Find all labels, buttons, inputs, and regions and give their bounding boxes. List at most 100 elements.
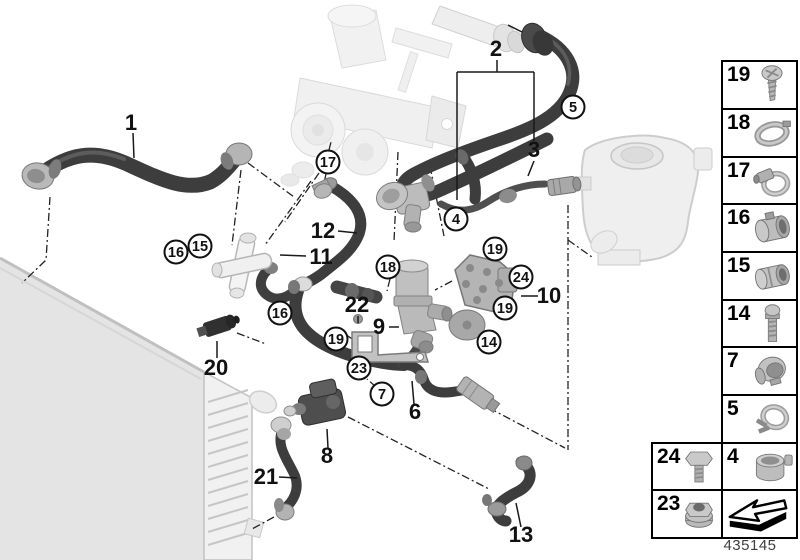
svg-text:5: 5 bbox=[569, 100, 577, 116]
svg-text:23: 23 bbox=[351, 361, 367, 377]
leader-lines bbox=[132, 24, 538, 528]
coupling-ring-icon bbox=[754, 356, 786, 386]
callout-3[interactable]: 3 bbox=[528, 137, 540, 162]
temperature-sensor bbox=[196, 314, 240, 337]
plain-callouts: 1 2 3 12 11 22 9 10 20 8 21 6 13 bbox=[125, 36, 561, 547]
callout-2[interactable]: 2 bbox=[490, 36, 502, 61]
hose-13 bbox=[491, 456, 536, 527]
thermostat-connection bbox=[375, 174, 435, 233]
screw-clamp-icon bbox=[753, 167, 791, 197]
callout-circle-17[interactable]: 17 bbox=[315, 149, 341, 175]
quick-coupling-icon bbox=[754, 211, 790, 243]
diagram-part-number: 435145 bbox=[723, 537, 777, 554]
hose-11-elbow bbox=[255, 263, 301, 304]
hose-1 bbox=[30, 147, 245, 193]
callout-circle-4[interactable]: 4 bbox=[443, 206, 469, 232]
legend-box-15[interactable]: 15 bbox=[721, 251, 798, 301]
legend-box-5[interactable]: 5 bbox=[721, 394, 798, 444]
hose-3-tank-fitting bbox=[546, 176, 582, 196]
hose-12 bbox=[297, 180, 367, 291]
svg-text:16: 16 bbox=[168, 245, 184, 261]
callout-circle-23[interactable]: 23 bbox=[346, 355, 372, 381]
callout-circle-15[interactable]: 15 bbox=[187, 233, 213, 259]
callout-10[interactable]: 10 bbox=[537, 283, 561, 308]
callout-21[interactable]: 21 bbox=[254, 464, 278, 489]
callout-12[interactable]: 12 bbox=[311, 218, 335, 243]
callout-1[interactable]: 1 bbox=[125, 110, 137, 135]
callout-circle-5[interactable]: 5 bbox=[560, 94, 586, 120]
legend-box-arrow[interactable] bbox=[721, 489, 798, 539]
legend-box-7[interactable]: 7 bbox=[721, 346, 798, 396]
svg-text:18: 18 bbox=[380, 260, 396, 276]
coolant-valve bbox=[393, 259, 453, 354]
upper-coolant-pipe-faded bbox=[431, 5, 525, 54]
legend-box-17[interactable]: 17 bbox=[721, 156, 798, 205]
hex-bolt-icon bbox=[685, 451, 713, 482]
svg-text:19: 19 bbox=[328, 332, 344, 348]
legend-box-19[interactable]: 19 bbox=[721, 60, 798, 110]
callout-circle-24[interactable]: 24 bbox=[508, 264, 534, 290]
legend-num: 15 bbox=[727, 254, 751, 277]
legend-num: 19 bbox=[727, 63, 751, 86]
cross-connector bbox=[211, 232, 273, 299]
callout-circle-14[interactable]: 14 bbox=[476, 329, 502, 355]
fittings bbox=[21, 22, 582, 521]
auxiliary-water-pump bbox=[283, 378, 347, 426]
legend-box-4[interactable]: 4 bbox=[721, 442, 798, 491]
svg-text:16: 16 bbox=[272, 306, 288, 322]
hose-6-quick-connector bbox=[456, 376, 501, 414]
callout-11[interactable]: 11 bbox=[309, 244, 332, 269]
legend-box-23[interactable]: 23 bbox=[651, 489, 723, 539]
svg-text:17: 17 bbox=[320, 155, 336, 171]
legend-box-16[interactable]: 16 bbox=[721, 203, 798, 253]
svg-text:7: 7 bbox=[378, 387, 386, 403]
legend-box-14[interactable]: 14 bbox=[721, 299, 798, 348]
callout-circle-18[interactable]: 18 bbox=[375, 254, 401, 280]
callout-circle-16[interactable]: 16 bbox=[163, 239, 189, 265]
collar-ring-icon bbox=[755, 453, 793, 481]
callout-20[interactable]: 20 bbox=[204, 355, 228, 380]
svg-text:14: 14 bbox=[481, 335, 497, 351]
callout-circle-16b[interactable]: 16 bbox=[267, 300, 293, 326]
legend-num: 7 bbox=[727, 349, 739, 372]
hose-21 bbox=[275, 426, 302, 514]
callout-22[interactable]: 22 bbox=[345, 292, 369, 317]
callout-9[interactable]: 9 bbox=[373, 314, 385, 339]
legend-num: 16 bbox=[727, 206, 751, 229]
legend-num: 5 bbox=[727, 397, 739, 420]
callout-circle-19b[interactable]: 19 bbox=[492, 295, 518, 321]
svg-text:19: 19 bbox=[497, 301, 513, 317]
callout-13[interactable]: 13 bbox=[509, 522, 533, 547]
legend-box-24[interactable]: 24 bbox=[651, 442, 723, 491]
spring-clamp-icon bbox=[755, 404, 790, 434]
direction-arrow-icon bbox=[728, 499, 788, 532]
legend-num: 14 bbox=[727, 302, 751, 325]
legend-num: 18 bbox=[727, 111, 751, 134]
legend-num: 23 bbox=[657, 492, 681, 515]
svg-text:19: 19 bbox=[487, 242, 503, 258]
callout-circle-19c[interactable]: 19 bbox=[323, 326, 349, 352]
radiator bbox=[0, 256, 278, 560]
svg-text:4: 4 bbox=[452, 212, 460, 228]
legend-box-18[interactable]: 18 bbox=[721, 108, 798, 158]
screw-icon bbox=[761, 65, 783, 102]
callout-8[interactable]: 8 bbox=[321, 443, 333, 468]
legend-num: 17 bbox=[727, 159, 751, 182]
circled-callouts: 17 15 16 5 4 18 19 24 19 16 bbox=[163, 94, 586, 407]
radiator-tank-ribs bbox=[207, 389, 249, 546]
callout-circle-7[interactable]: 7 bbox=[369, 381, 395, 407]
legend-num: 24 bbox=[657, 445, 681, 468]
flange-nut-icon bbox=[685, 502, 713, 528]
hose-clamp-icon bbox=[754, 120, 791, 147]
callout-6[interactable]: 6 bbox=[409, 399, 421, 424]
svg-text:24: 24 bbox=[513, 270, 529, 286]
support-bracket bbox=[351, 314, 430, 363]
hose-2 bbox=[396, 29, 580, 204]
expansion-tank bbox=[577, 134, 713, 266]
long-bolt-icon bbox=[764, 303, 781, 342]
callout-circle-19a[interactable]: 19 bbox=[482, 236, 508, 262]
legend-num: 4 bbox=[727, 445, 739, 468]
clamp-17-part bbox=[311, 178, 333, 199]
